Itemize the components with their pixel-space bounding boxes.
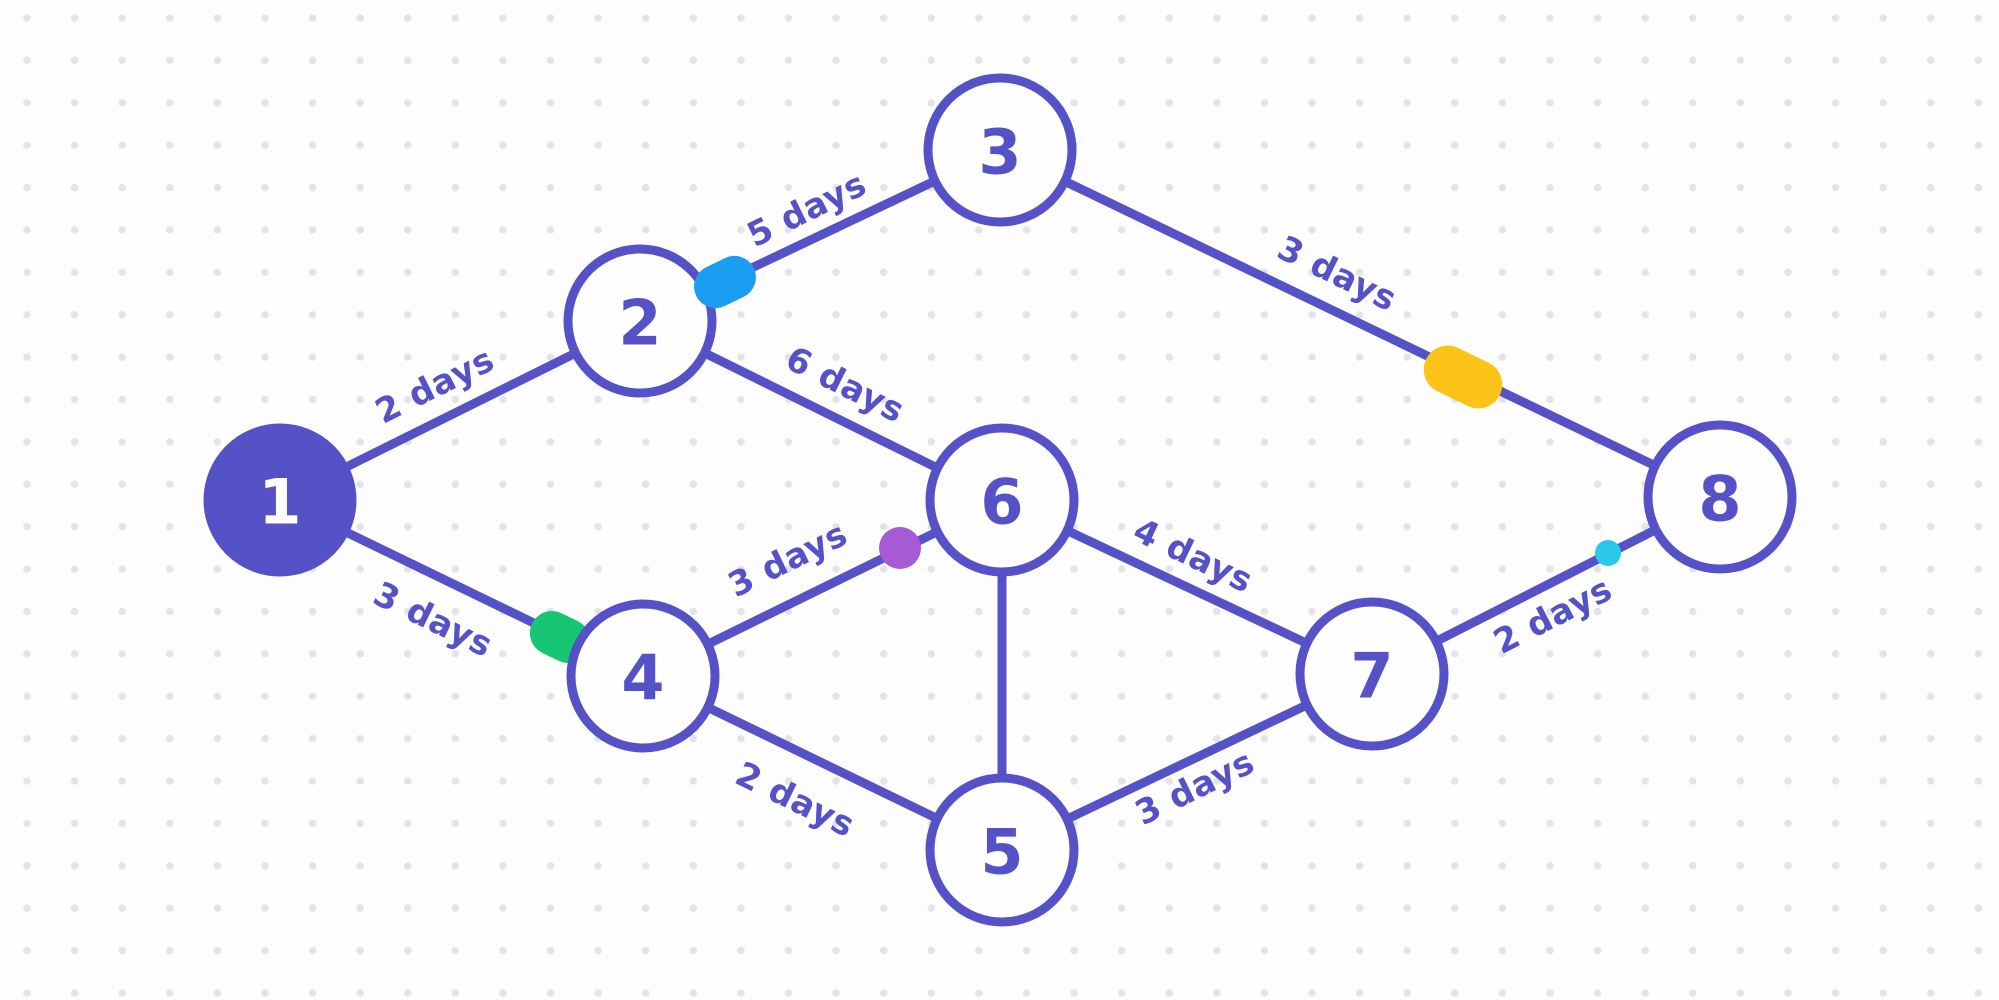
node-7: 7: [1295, 597, 1449, 751]
cyan-dot-marker: [1595, 540, 1621, 566]
layer-markersAbove: [694, 255, 1621, 569]
node-label-8: 8: [1698, 463, 1741, 536]
node-label-2: 2: [618, 287, 661, 360]
node-circle-6: [925, 423, 1079, 577]
yellow-pill-marker: [1423, 345, 1503, 409]
edge-label-1-4: 3 days: [367, 574, 499, 666]
node-6: 6: [925, 423, 1079, 577]
node-circle-1: [203, 423, 357, 577]
node-3: 3: [923, 73, 1077, 227]
blue-pill-marker: [694, 255, 756, 309]
edge-label-4-6: 3 days: [722, 514, 854, 606]
node-label-1: 1: [258, 466, 301, 539]
node-label-3: 3: [978, 116, 1021, 189]
node-label-5: 5: [980, 816, 1023, 889]
node-label-7: 7: [1350, 640, 1393, 713]
node-5: 5: [925, 773, 1079, 927]
node-8: 8: [1643, 420, 1797, 574]
node-1: 1: [203, 423, 357, 577]
node-circle-4: [566, 599, 720, 753]
node-label-6: 6: [980, 466, 1023, 539]
purple-dot-marker: [879, 527, 921, 569]
node-circle-2: [563, 244, 717, 398]
node-2: 2: [563, 244, 717, 398]
node-circle-7: [1295, 597, 1449, 751]
node-circle-3: [923, 73, 1077, 227]
node-4: 4: [566, 599, 720, 753]
edge-label-3-8: 3 days: [1271, 228, 1403, 320]
node-circle-5: [925, 773, 1079, 927]
node-label-4: 4: [621, 642, 664, 715]
edge-3-8: [995, 145, 1725, 502]
layer-nodes: 1 2 3 4 5 6 7 8: [203, 73, 1797, 927]
node-circle-8: [1643, 420, 1797, 574]
